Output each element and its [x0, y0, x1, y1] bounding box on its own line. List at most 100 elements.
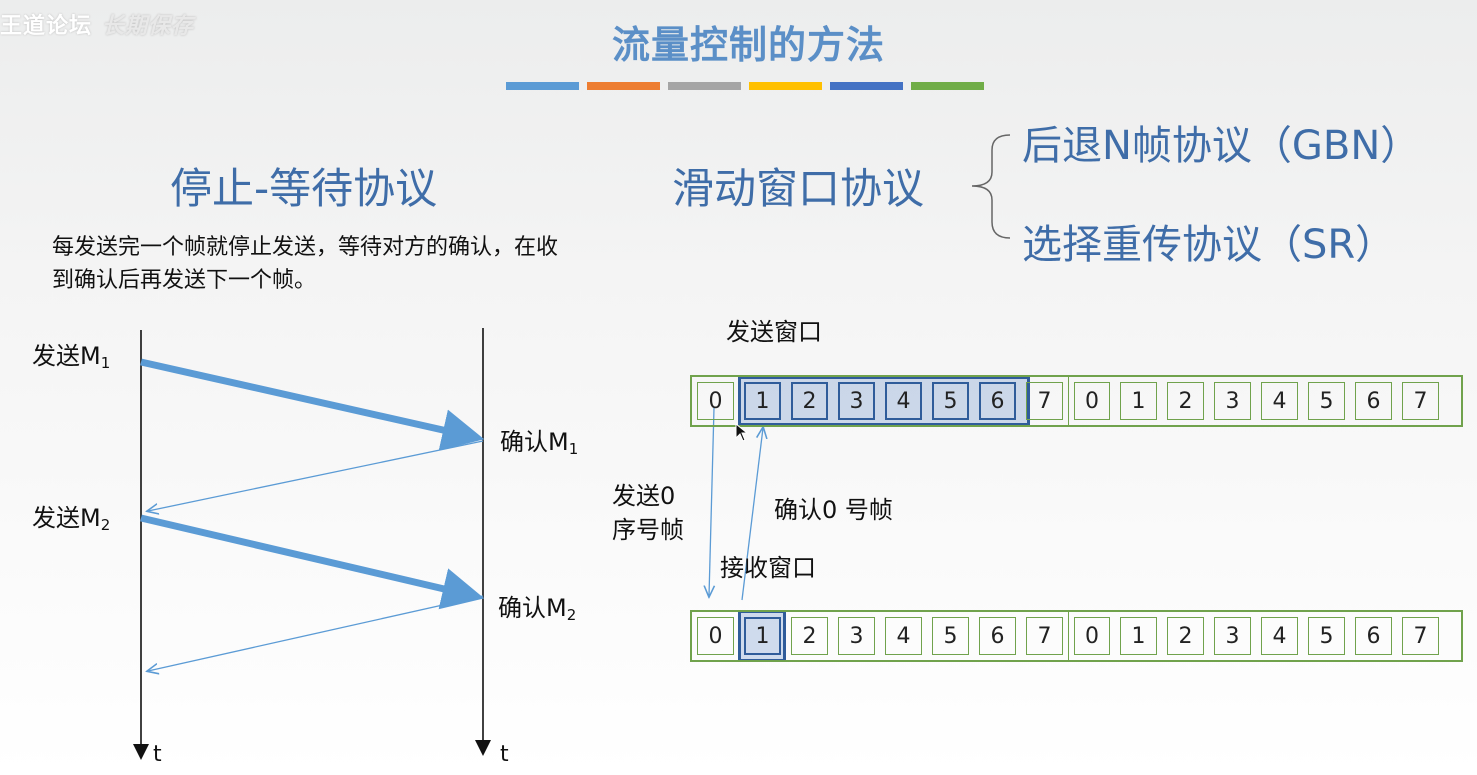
frame-number: 1: [1120, 382, 1157, 420]
frame-number: 7: [1026, 617, 1063, 655]
frame-cell: 3: [833, 612, 880, 660]
send-m1-arrow: [140, 358, 485, 451]
frame-cell: 3: [1209, 377, 1256, 425]
frame-cell: 3: [833, 377, 880, 425]
frame-cell: 3: [1209, 612, 1256, 660]
frame-number: 0: [697, 617, 734, 655]
frame-cell: 5: [1303, 377, 1350, 425]
watermark-text: 王道论坛: [0, 14, 93, 39]
ack-m2-subscript: 2: [566, 606, 577, 624]
recv-window-label: 接收窗口: [720, 554, 816, 582]
frame-cell: 0: [692, 612, 739, 660]
frame-cell: 7: [1021, 612, 1068, 660]
send-m1-label: 发送M1: [32, 336, 110, 372]
send-window-label: 发送窗口: [726, 318, 822, 346]
frame-cell: 1: [1115, 377, 1162, 425]
frame-cell: 7: [1397, 612, 1444, 660]
frame-number: 5: [1308, 382, 1345, 420]
frame-number: 5: [1308, 617, 1345, 655]
send-m2-arrow: [140, 514, 485, 610]
color-bar: [911, 82, 984, 90]
frame-cell: 6: [974, 377, 1021, 425]
frame-cell: 7: [1021, 377, 1068, 425]
frame-number: 7: [1402, 382, 1439, 420]
frame-number: 2: [1167, 617, 1204, 655]
send-m2-subscript: 2: [100, 516, 111, 534]
color-bar: [668, 82, 741, 90]
sliding-window-heading: 滑动窗口协议: [672, 164, 925, 213]
ack-m2-text: 确认M: [498, 594, 567, 622]
frame-number: 0: [1074, 382, 1110, 420]
frame-cell: 4: [880, 612, 927, 660]
color-bar: [749, 82, 822, 90]
frame-cell: 4: [1256, 612, 1303, 660]
gbn-label: 后退N帧协议（GBN）: [1022, 123, 1421, 169]
frame-number: 4: [885, 617, 922, 655]
watermark-text-2: 长期保存: [102, 14, 195, 39]
frame-number: 1: [1120, 617, 1157, 655]
ack-m1-text: 确认M: [500, 428, 569, 456]
frame-cell: 5: [1303, 612, 1350, 660]
color-bar: [830, 82, 903, 90]
watermark: 王道论坛长期保存: [0, 8, 194, 40]
slide-title: 流量控制的方法: [611, 23, 885, 67]
frame-cell: 6: [1350, 612, 1397, 660]
frame-number: 6: [979, 617, 1016, 655]
frame-number: 0: [1074, 617, 1110, 655]
frame-number: 3: [1214, 617, 1251, 655]
title-color-bars: [506, 82, 984, 90]
frame-cell: 2: [786, 612, 833, 660]
frame-number: 2: [791, 382, 828, 420]
frame-number: 4: [1261, 617, 1298, 655]
frame-cell: 1: [739, 377, 786, 425]
frame-number: 7: [1402, 617, 1439, 655]
sr-label: 选择重传协议（SR）: [1022, 222, 1396, 268]
frame-number: 2: [1167, 382, 1204, 420]
ack-m1-label: 确认M1: [500, 422, 578, 458]
frame-cell: 5: [927, 612, 974, 660]
frame-number: 2: [791, 617, 828, 655]
time-label-right: t: [500, 742, 509, 767]
stop-wait-description: 每发送完一个帧就停止发送，等待对方的确认，在收到确认后再发送下一个帧。: [52, 235, 559, 293]
stop-wait-heading: 停止-等待协议: [170, 164, 438, 213]
frame-cell: 6: [974, 612, 1021, 660]
ack-m2-label: 确认M2: [498, 588, 576, 624]
frame-number: 6: [1355, 382, 1392, 420]
frame-cell: 2: [1162, 377, 1209, 425]
frame-cell: 1: [739, 612, 786, 660]
frame-number: 5: [932, 382, 969, 420]
frame-number: 5: [932, 617, 969, 655]
frame-cell: 7: [1397, 377, 1444, 425]
frame-number: 7: [1026, 382, 1063, 420]
ack-m1-arrow: [148, 440, 484, 511]
ack-m1-subscript: 1: [568, 440, 579, 458]
frame-number: 0: [697, 382, 734, 420]
send0-label: 发送0: [612, 482, 676, 510]
frame-number: 6: [979, 382, 1016, 420]
frame-cell: 4: [880, 377, 927, 425]
frame-cell: 1: [1115, 612, 1162, 660]
ack0-frame-arrow: [741, 428, 763, 601]
frame-number: 3: [838, 617, 875, 655]
color-bar: [587, 82, 660, 90]
frame-number: 1: [744, 382, 781, 420]
ack-m2-arrow: [148, 595, 484, 671]
mouse-cursor-icon: [735, 423, 749, 442]
send-m1-subscript: 1: [100, 354, 111, 372]
frame-cell: 2: [786, 377, 833, 425]
frame-cell: 2: [1162, 612, 1209, 660]
send-m2-label: 发送M2: [32, 498, 110, 534]
send-window-highlight: [738, 376, 1030, 426]
frame-cell: 5: [927, 377, 974, 425]
ack0-label: 确认0 号帧: [774, 496, 893, 524]
frame-cell: 4: [1256, 377, 1303, 425]
frame-number: 4: [885, 382, 922, 420]
send0-frame-arrow: [709, 407, 714, 596]
time-label-left: t: [153, 742, 162, 767]
frame-number: 1: [744, 617, 781, 655]
frame-number: 3: [1214, 382, 1251, 420]
frame-cell: 0: [692, 377, 739, 425]
